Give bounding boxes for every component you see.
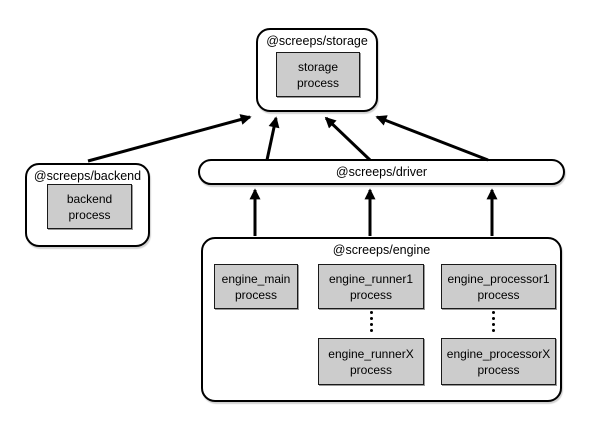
process-backend-line1: backend (66, 191, 113, 206)
node-driver-title: @screeps/driver (335, 164, 428, 179)
process-box-engine-runnerX: engine_runnerX process (318, 338, 424, 385)
process-engine-runner1-line1: engine_runner1 (328, 271, 414, 286)
process-box-engine-processor1: engine_processor1 process (441, 264, 556, 309)
process-engine-processorX-line1: engine_processorX (446, 346, 551, 361)
node-storage-title: @screeps/storage (266, 34, 368, 48)
node-backend: @screeps/backend backend process (25, 163, 150, 247)
process-storage-line1: storage (297, 59, 339, 74)
node-driver: @screeps/driver (198, 159, 565, 185)
process-engine-runner1-line2: process (349, 287, 393, 302)
process-backend-line2: process (68, 207, 111, 222)
process-storage-line2: process (296, 75, 340, 90)
process-engine-main-line1: engine_main (221, 271, 291, 286)
process-box-backend: backend process (47, 184, 132, 229)
node-storage: @screeps/storage storage process (256, 28, 378, 112)
process-engine-runnerX-line2: process (349, 362, 393, 377)
node-backend-title: @screeps/backend (33, 169, 142, 183)
process-box-engine-runner1: engine_runner1 process (318, 264, 424, 309)
process-engine-processor1-line2: process (477, 287, 520, 302)
process-engine-processorX-line2: process (477, 362, 520, 377)
process-engine-runnerX-line1: engine_runnerX (328, 346, 414, 361)
edge-driver-to-storage-middle (324, 116, 372, 162)
edge-driver-to-storage-right (375, 115, 489, 162)
process-engine-main-line2: process (234, 287, 278, 302)
vertical-ellipsis-icon (366, 311, 376, 332)
vertical-ellipsis-icon (488, 311, 498, 332)
process-box-engine-processorX: engine_processorX process (441, 338, 556, 385)
node-engine: @screeps/engine engine_main process engi… (201, 237, 562, 402)
edge-backend-to-storage (87, 114, 252, 163)
process-engine-processor1-line1: engine_processor1 (447, 271, 550, 286)
process-box-storage: storage process (276, 52, 360, 97)
edge-driver-to-storage-left (265, 116, 280, 161)
process-box-engine-main: engine_main process (214, 264, 298, 309)
node-engine-title: @screeps/engine (332, 243, 431, 257)
